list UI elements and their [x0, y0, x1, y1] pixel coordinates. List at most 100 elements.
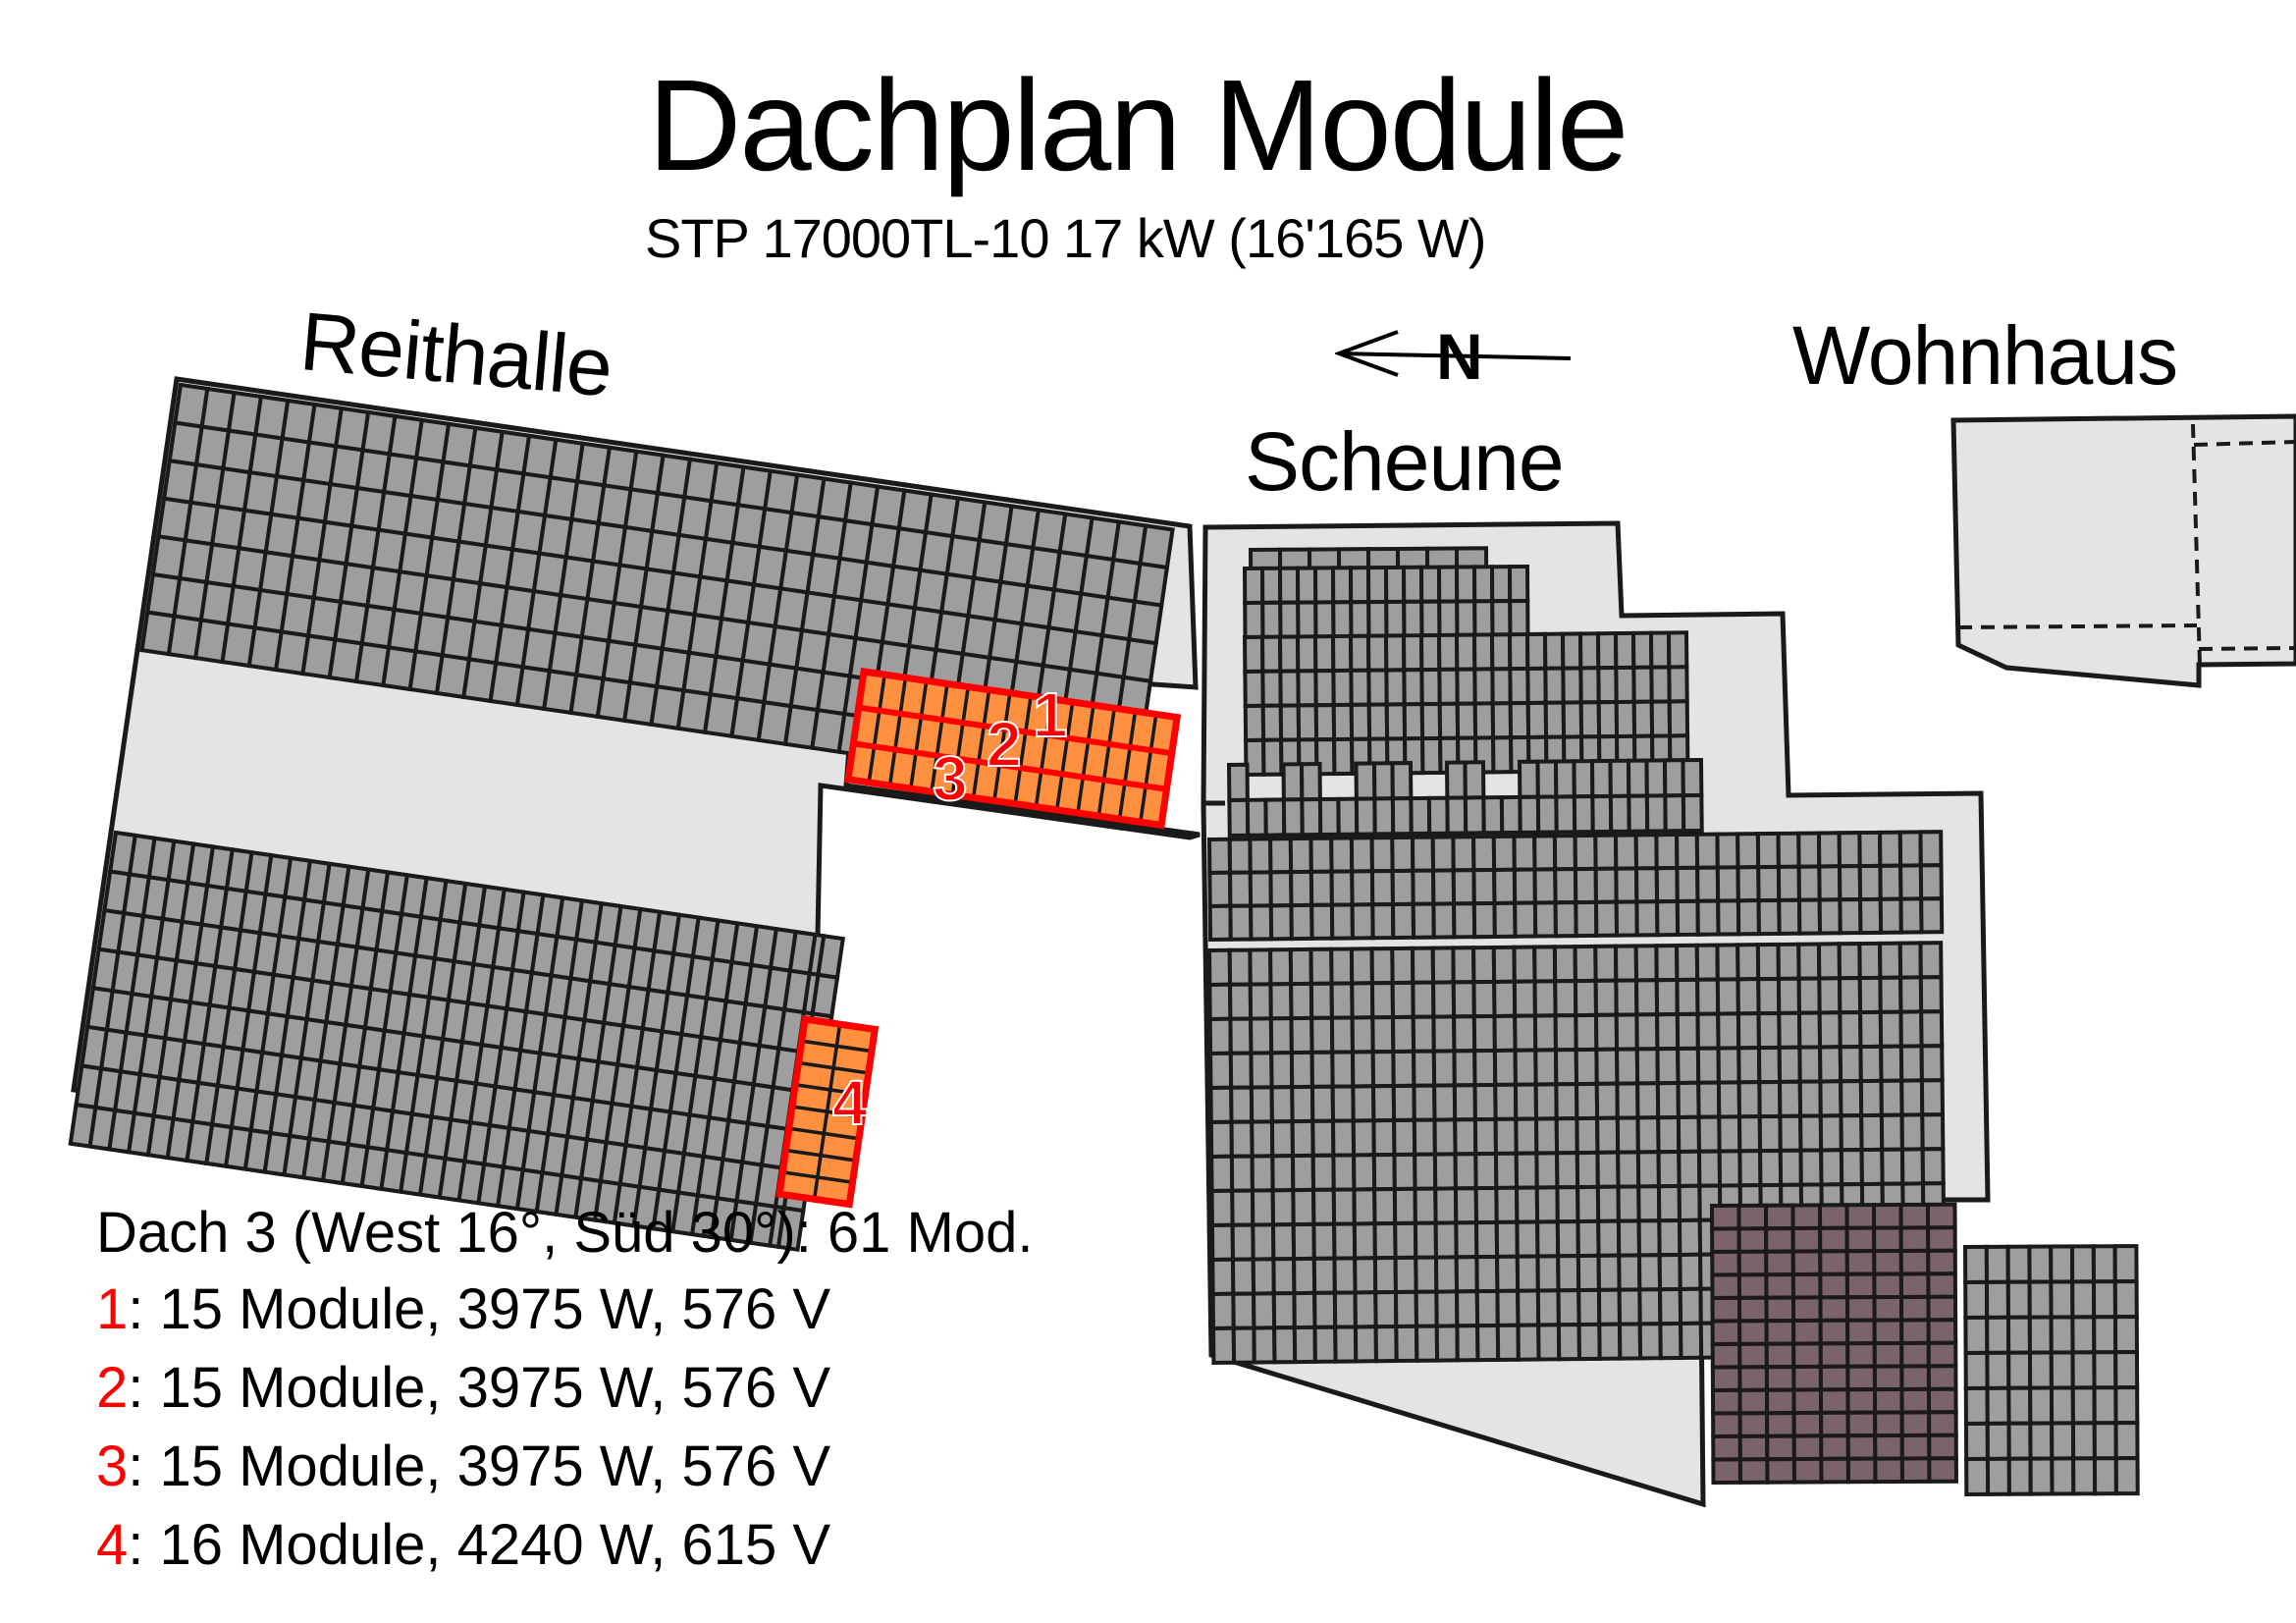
- pv-module: [1736, 1272, 1769, 1300]
- pv-module: [1898, 1294, 1931, 1323]
- pv-module: [1819, 1410, 1850, 1438]
- pv-module: [2050, 1456, 2076, 1496]
- pv-module: [1230, 1222, 1255, 1262]
- string-arrays: [775, 668, 1182, 1209]
- pv-module: [2028, 1456, 2055, 1496]
- pv-module: [1352, 1221, 1377, 1261]
- pv-module: [1617, 1322, 1643, 1361]
- pv-module: [1552, 834, 1577, 872]
- pv-module: [1308, 981, 1334, 1020]
- pv-module: [1206, 837, 1233, 876]
- pv-module: [1963, 1385, 1990, 1427]
- pv-module: [1717, 1114, 1742, 1154]
- pv-module: [1473, 1219, 1500, 1260]
- pv-module: [1776, 831, 1801, 869]
- pv-module: [2091, 1279, 2117, 1320]
- pv-module: [1755, 942, 1781, 982]
- pv-module: [1535, 1288, 1561, 1327]
- pv-module: [1268, 982, 1294, 1021]
- pv-module: [1696, 1080, 1722, 1119]
- pv-module: [1489, 632, 1513, 672]
- pv-module: [2070, 1385, 2097, 1426]
- pv-module: [1857, 975, 1883, 1015]
- pv-module: [1392, 1152, 1417, 1192]
- pv-module: [1711, 1434, 1742, 1462]
- pv-module: [1556, 1323, 1581, 1362]
- pv-module: [1735, 977, 1761, 1016]
- pv-module: [1613, 944, 1639, 983]
- pv-module: [1390, 835, 1415, 874]
- pv-module: [1635, 1115, 1661, 1155]
- pv-module: [1845, 1387, 1878, 1415]
- pv-module: [1516, 1288, 1541, 1327]
- pv-module: [1491, 834, 1517, 872]
- pv-module: [1633, 944, 1659, 983]
- pv-module: [1897, 941, 1923, 980]
- module-grid: [1709, 1202, 1958, 1486]
- pv-module: [1524, 631, 1548, 672]
- pv-module: [1515, 1254, 1540, 1293]
- pv-module: [1281, 797, 1305, 838]
- pv-module: [1715, 832, 1740, 870]
- pv-module: [1817, 976, 1842, 1015]
- pv-module: [1681, 757, 1704, 798]
- pv-module: [1758, 1148, 1784, 1188]
- pv-module: [1434, 1324, 1460, 1363]
- pv-module: [1242, 566, 1265, 606]
- pv-module: [1858, 1078, 1884, 1118]
- string-number: 1: [96, 1277, 129, 1341]
- pv-module: [1392, 1117, 1417, 1158]
- pv-module: [1596, 1253, 1622, 1292]
- pv-module: [1678, 1252, 1703, 1292]
- pv-module: [1608, 793, 1631, 834]
- pv-module: [1617, 1253, 1642, 1292]
- string-details: : 15 Module, 3975 W, 576 V: [128, 1434, 831, 1498]
- pv-module: [1329, 1015, 1356, 1055]
- pv-module: [1444, 760, 1468, 800]
- pv-module: [1555, 1219, 1580, 1259]
- pv-module: [1353, 1290, 1378, 1329]
- pv-module: [2070, 1350, 2097, 1390]
- pv-module: [1590, 793, 1614, 835]
- pv-module: [1790, 1249, 1823, 1277]
- module-grid: [68, 830, 818, 1248]
- pv-module: [2027, 1279, 2054, 1320]
- pv-module: [2006, 1456, 2033, 1496]
- pv-module: [1899, 1456, 1932, 1484]
- pv-module: [1251, 1257, 1276, 1296]
- pv-module: [1209, 1154, 1235, 1194]
- pv-module: [1543, 700, 1567, 739]
- pv-module: [1121, 636, 1158, 684]
- pv-module: [1675, 865, 1700, 904]
- pv-module: [1331, 668, 1354, 708]
- pv-module: [1657, 1217, 1682, 1258]
- pv-module: [1373, 1325, 1399, 1364]
- pv-module: [1383, 565, 1407, 605]
- pv-module: [1300, 797, 1323, 838]
- pv-module: [1370, 902, 1396, 941]
- pv-module: [1260, 669, 1283, 708]
- module-grid: [1206, 941, 1948, 1365]
- pv-module: [1710, 1365, 1742, 1393]
- pv-module: [1390, 761, 1414, 801]
- pv-module: [1414, 1324, 1440, 1363]
- pv-module: [1596, 1218, 1622, 1258]
- inverter-subtitle: STP 17000TL-10 17 kW (16'165 W): [645, 207, 1486, 269]
- pv-module: [1711, 1411, 1742, 1439]
- pv-module: [1764, 1249, 1795, 1277]
- pv-module: [1553, 759, 1576, 799]
- pv-module: [1311, 1256, 1337, 1295]
- pv-module: [1138, 523, 1175, 570]
- pv-module: [1308, 947, 1334, 986]
- pv-module: [1495, 1288, 1521, 1327]
- pv-module: [1616, 1150, 1641, 1189]
- pv-module: [1495, 1323, 1521, 1362]
- string-details: : 15 Module, 3975 W, 576 V: [128, 1356, 831, 1420]
- pv-module: [1899, 1318, 1931, 1346]
- pv-module: [1532, 979, 1558, 1018]
- pv-module: [2112, 1315, 2139, 1355]
- pv-module: [1593, 944, 1619, 983]
- pv-module: [1472, 701, 1496, 740]
- reithalle-roof: [68, 376, 1201, 1252]
